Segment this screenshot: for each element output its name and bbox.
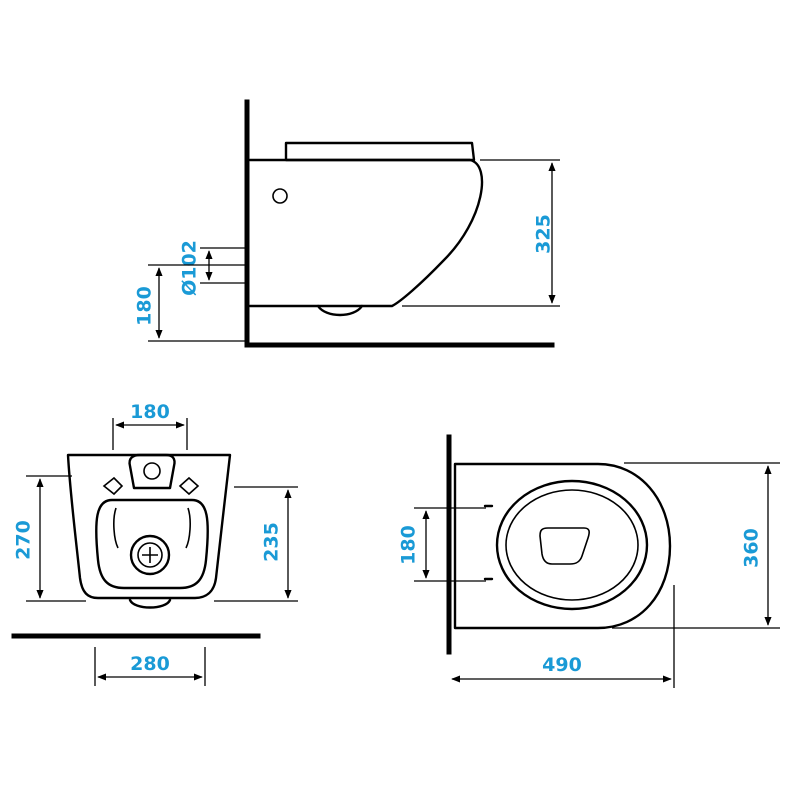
side-height-label: 325: [533, 214, 555, 254]
front-base-foot: [128, 598, 172, 609]
side-outlet-bulge: [316, 304, 364, 317]
front-view: 180 270 235 280: [11, 401, 298, 686]
top-rim-inner: [505, 489, 639, 601]
front-bolt-hole-right: [178, 476, 200, 496]
top-bolt-spacing-label: 180: [398, 525, 420, 565]
side-bowl-body: [248, 158, 484, 308]
front-outlet-inner: [137, 542, 163, 568]
front-bowl-outline: [66, 453, 232, 600]
front-flush-inlet: [143, 462, 161, 480]
front-bolt-hole-left: [102, 476, 124, 496]
top-length-label: 490: [542, 654, 582, 676]
side-outlet-height-label: 180: [134, 286, 156, 326]
top-view: 180 360 490: [398, 434, 780, 688]
front-top-width-label: 180: [130, 401, 170, 423]
top-bowl-outline: [453, 462, 672, 630]
front-recess-contour: [113, 507, 191, 549]
front-inner-recess: [95, 498, 209, 590]
top-width-label: 360: [741, 528, 763, 568]
front-bottom-width-label: 280: [130, 653, 170, 675]
top-bolt-holes: [483, 504, 494, 581]
side-wall-and-floor: [244, 99, 555, 348]
side-view: 325 Ø102 180: [134, 99, 560, 348]
front-left-height-label: 270: [13, 520, 35, 560]
top-rim-outer: [495, 479, 649, 611]
side-flush-inlet: [272, 188, 288, 204]
front-right-height-label: 235: [261, 522, 283, 562]
top-drain-opening: [539, 527, 590, 565]
side-seat-lid: [284, 141, 476, 162]
front-flush-boss: [128, 453, 176, 490]
front-outlet-ring: [129, 534, 171, 576]
side-pipe-diameter-label: Ø102: [179, 240, 201, 296]
front-outlet-cross: [142, 547, 158, 563]
